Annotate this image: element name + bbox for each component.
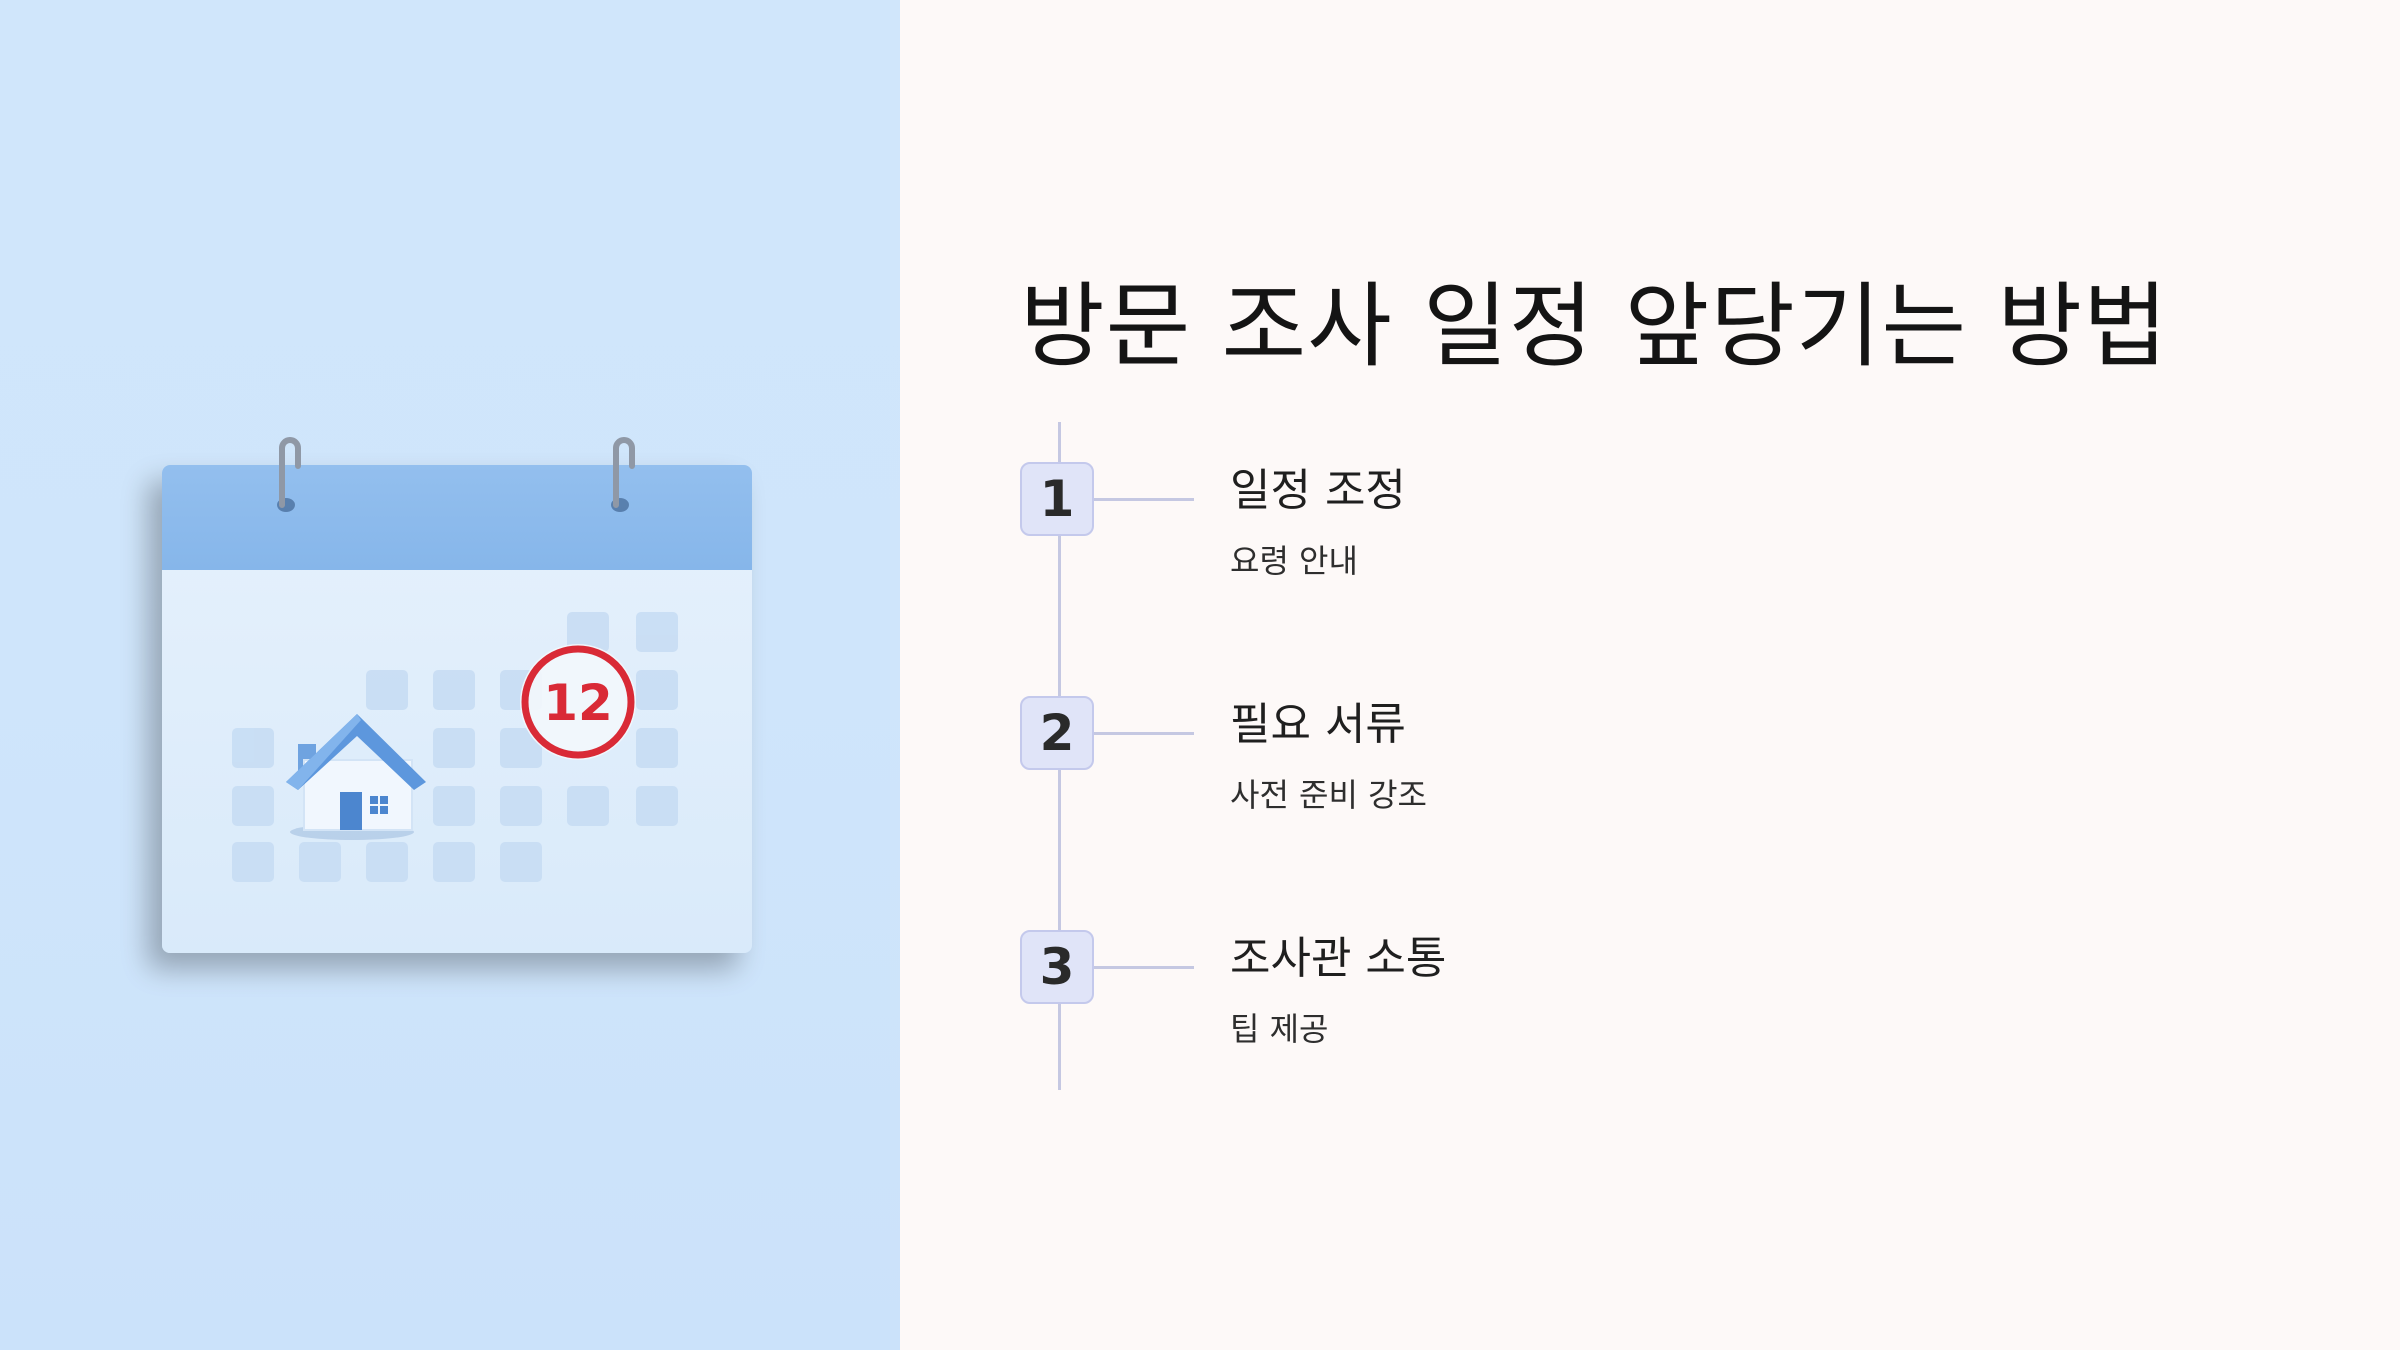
step-heading: 필요 서류	[1230, 699, 1406, 750]
step-connector	[1094, 966, 1194, 969]
step-number-badge: 1	[1020, 462, 1094, 536]
step-item-2: 2 필요 서류 사전 준비 강조	[900, 696, 2400, 896]
calendar-illustration: 12	[162, 437, 752, 953]
content-panel: 방문 조사 일정 앞당기는 방법 1 일정 조정 요령 안내 2 필요 서류 사…	[900, 0, 2400, 1350]
step-description: 사전 준비 강조	[1230, 776, 1427, 814]
binder-ring-icon	[613, 437, 635, 508]
step-heading: 조사관 소통	[1230, 933, 1447, 984]
date-highlight-circle	[521, 645, 635, 759]
step-description: 팁 제공	[1230, 1010, 1329, 1048]
step-number-badge: 2	[1020, 696, 1094, 770]
step-description: 요령 안내	[1230, 542, 1358, 580]
calendar-day-grid	[232, 612, 678, 882]
step-heading: 일정 조정	[1230, 465, 1406, 516]
house-icon	[286, 714, 426, 840]
step-item-3: 3 조사관 소통 팁 제공	[900, 930, 2400, 1130]
step-item-1: 1 일정 조정 요령 안내	[900, 462, 2400, 662]
step-connector	[1094, 498, 1194, 501]
page-title: 방문 조사 일정 앞당기는 방법	[1020, 273, 2169, 380]
illustration-panel: 12	[0, 0, 900, 1350]
step-number-badge: 3	[1020, 930, 1094, 1004]
binder-ring-icon	[279, 437, 301, 508]
calendar-date-label: 12	[543, 674, 613, 732]
step-connector	[1094, 732, 1194, 735]
